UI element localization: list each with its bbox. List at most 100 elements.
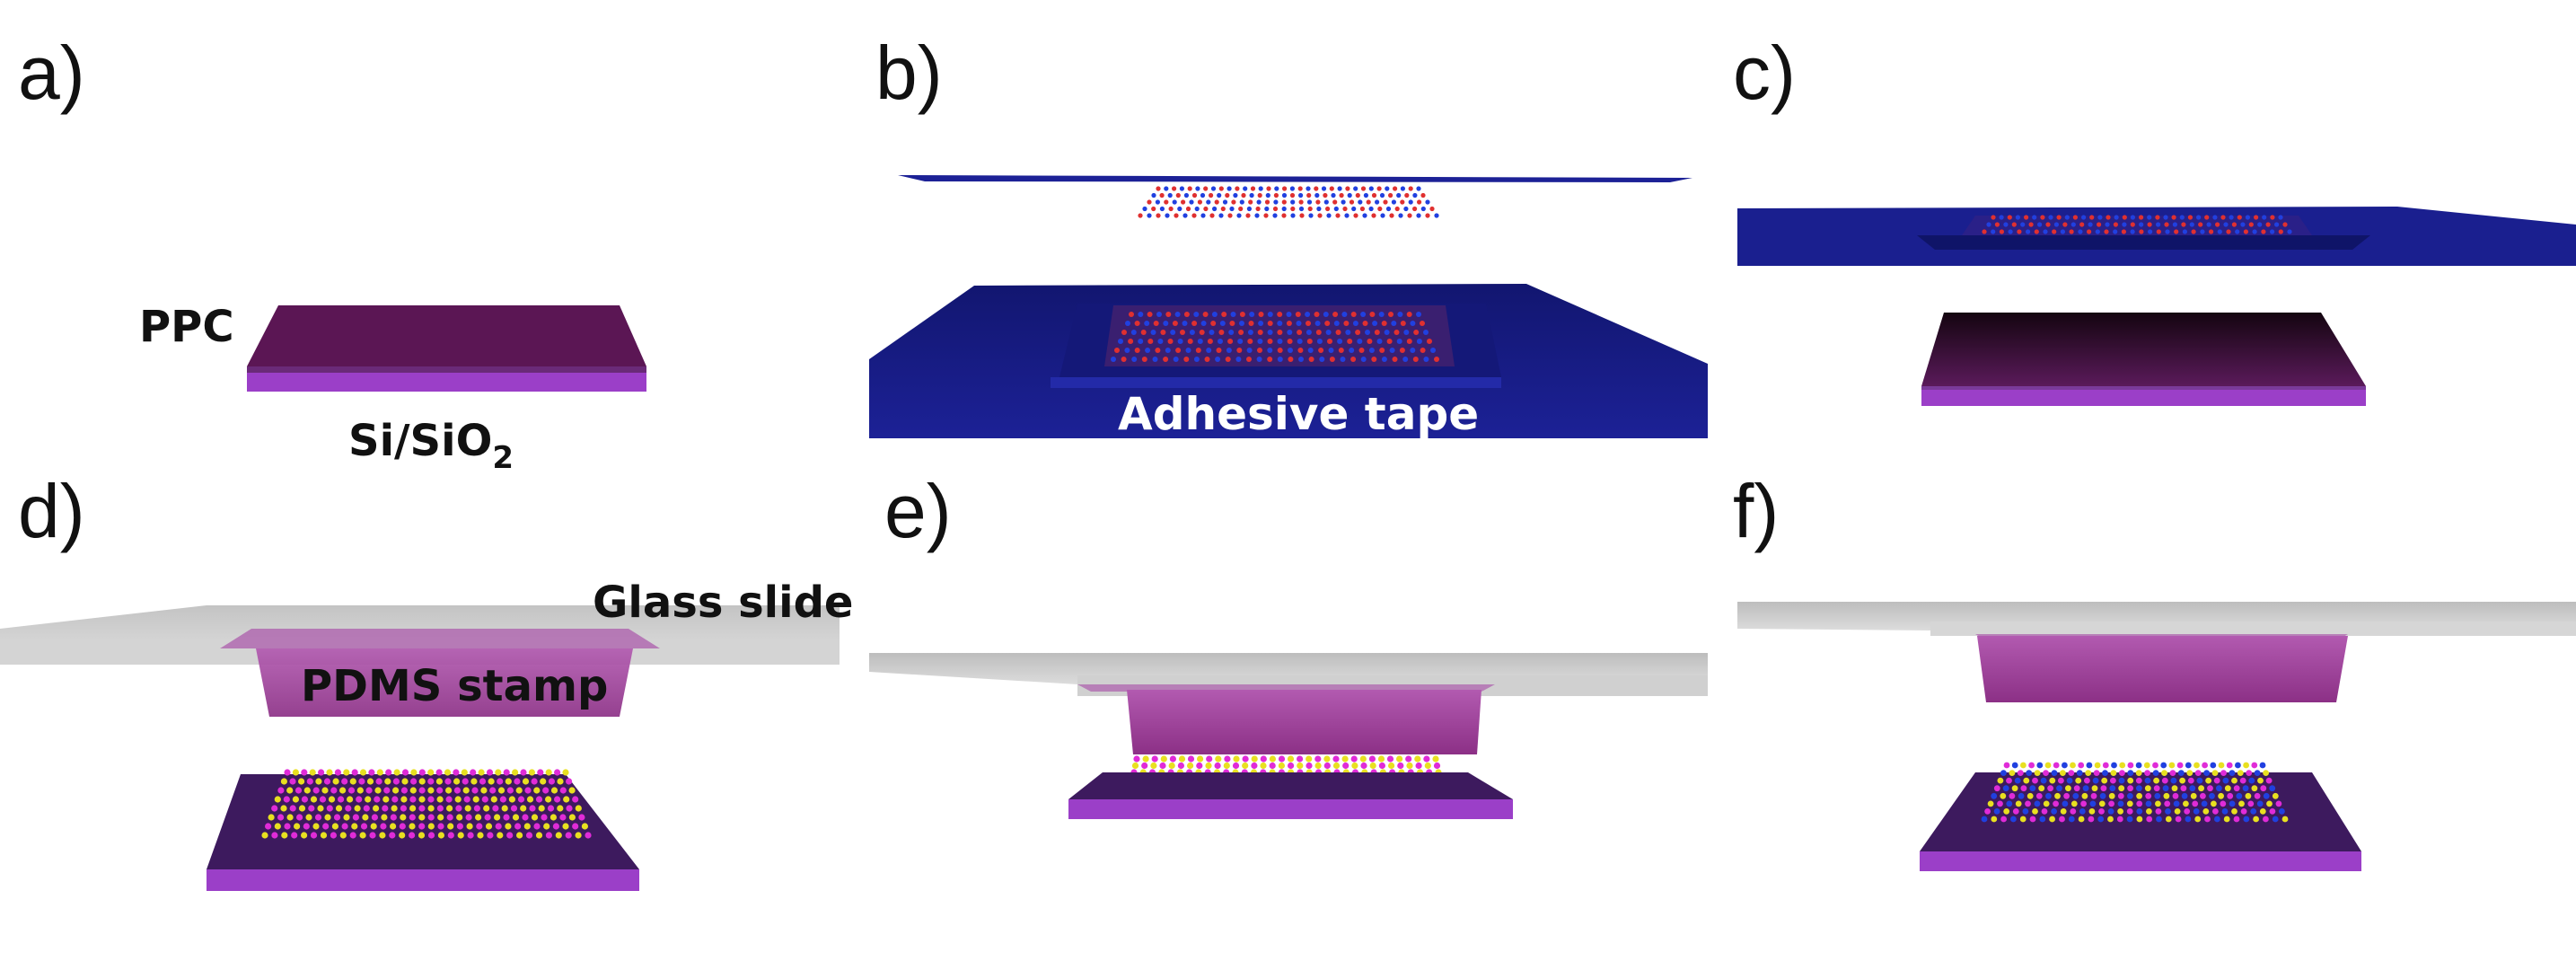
lattice-atom [1345, 186, 1350, 191]
lattice-atom [1233, 755, 1240, 763]
lattice-atom [2251, 762, 2258, 769]
lattice-atom [2173, 800, 2180, 807]
lattice-atom [2191, 229, 2196, 234]
lattice-atom [1159, 206, 1165, 212]
lattice-atom [1277, 312, 1283, 317]
lattice-atom [2014, 777, 2021, 784]
lattice-atom [2099, 792, 2106, 799]
lattice-atom [542, 787, 549, 794]
lattice-atom [2130, 229, 2135, 234]
lattice-atom [1297, 348, 1304, 353]
lattice-atom [512, 769, 519, 776]
lattice-atom [1408, 186, 1413, 191]
lattice-atom [409, 787, 417, 794]
lattice-atom [478, 769, 485, 776]
lattice-atom [1287, 755, 1295, 763]
lattice-atom [503, 769, 510, 776]
lattice-atom [274, 796, 281, 803]
lattice-atom [2111, 762, 2117, 769]
lattice-atom [495, 769, 502, 776]
lattice-atom [1210, 186, 1217, 191]
lattice-atom [1408, 199, 1413, 205]
lattice-atom [1315, 330, 1322, 335]
lattice-atom [2098, 800, 2106, 807]
lattice-atom [1224, 755, 1231, 763]
lattice-atom [2062, 762, 2068, 769]
lattice-atom [2179, 215, 2185, 220]
lattice-atom [1111, 357, 1116, 362]
lattice-atom [1416, 213, 1421, 218]
lattice-atom [1389, 348, 1395, 353]
crystal-lattice-icon [1981, 762, 2289, 823]
lattice-atom [2116, 816, 2123, 823]
crystal-lattice-icon [1138, 186, 1439, 218]
lattice-atom [2192, 800, 2199, 807]
lattice-atom [382, 805, 389, 812]
lattice-atom [381, 814, 388, 821]
lattice-atom [1193, 357, 1200, 362]
lattice-atom [2044, 762, 2052, 769]
lattice-atom [1340, 357, 1346, 362]
lattice-atom [1187, 755, 1195, 763]
lattice-atom [487, 832, 494, 839]
lattice-atom [1179, 186, 1184, 191]
lattice-atom [1164, 186, 1169, 191]
lattice-atom [1219, 321, 1226, 326]
lattice-atom [1298, 206, 1305, 212]
lattice-atom [2060, 808, 2067, 815]
lattice-atom [2006, 800, 2013, 807]
lattice-atom [310, 832, 318, 839]
lattice-atom [1329, 357, 1335, 362]
lattice-atom [479, 778, 487, 785]
lattice-atom [2152, 762, 2158, 769]
lattice-atom [1333, 206, 1339, 212]
lattice-atom [1360, 186, 1367, 191]
lattice-atom [557, 805, 564, 812]
lattice-atom [1246, 348, 1253, 353]
lattice-atom [284, 769, 291, 776]
lattice-atom [2214, 816, 2220, 823]
lattice-atom [2062, 222, 2068, 227]
lattice-atom [1991, 816, 1998, 823]
lattice-atom [2032, 777, 2038, 784]
lattice-atom [1254, 213, 1260, 218]
lattice-atom [1235, 357, 1242, 362]
lattice-atom [2122, 215, 2127, 220]
lattice-atom [2265, 222, 2271, 227]
lattice-atom [1986, 222, 1991, 227]
lattice-atom [2041, 808, 2048, 815]
lattice-atom [467, 832, 474, 839]
lattice-atom [2139, 222, 2144, 227]
lattice-atom [352, 814, 359, 821]
lattice-atom [391, 805, 398, 812]
lattice-atom [1306, 186, 1311, 191]
lattice-atom [2092, 777, 2099, 784]
lattice-atom [2038, 785, 2045, 792]
lattice-atom [427, 769, 435, 776]
lattice-atom [2069, 229, 2074, 234]
lattice-atom [497, 787, 506, 794]
lattice-atom [1227, 339, 1234, 344]
lattice-atom [1288, 357, 1294, 362]
lattice-atom [1150, 762, 1157, 770]
lattice-atom [531, 814, 539, 821]
lattice-atom [338, 796, 345, 803]
lattice-atom [356, 796, 363, 803]
lattice-atom [1981, 816, 1988, 823]
lattice-atom [1222, 199, 1228, 205]
lattice-atom [2135, 777, 2142, 784]
lattice-atom [1288, 348, 1293, 353]
lattice-atom [400, 796, 408, 803]
lattice-atom [1167, 339, 1174, 344]
lattice-atom [1218, 213, 1224, 218]
lattice-atom [495, 823, 502, 830]
lattice-atom [2144, 777, 2151, 784]
lattice-atom [2196, 777, 2203, 784]
lattice-atom [1332, 312, 1339, 317]
lattice-atom [2139, 229, 2144, 234]
lattice-atom [1269, 762, 1276, 770]
lattice-atom [2196, 215, 2202, 220]
lattice-atom [399, 832, 406, 839]
lattice-atom [2136, 792, 2143, 799]
lattice-atom [2051, 808, 2058, 815]
